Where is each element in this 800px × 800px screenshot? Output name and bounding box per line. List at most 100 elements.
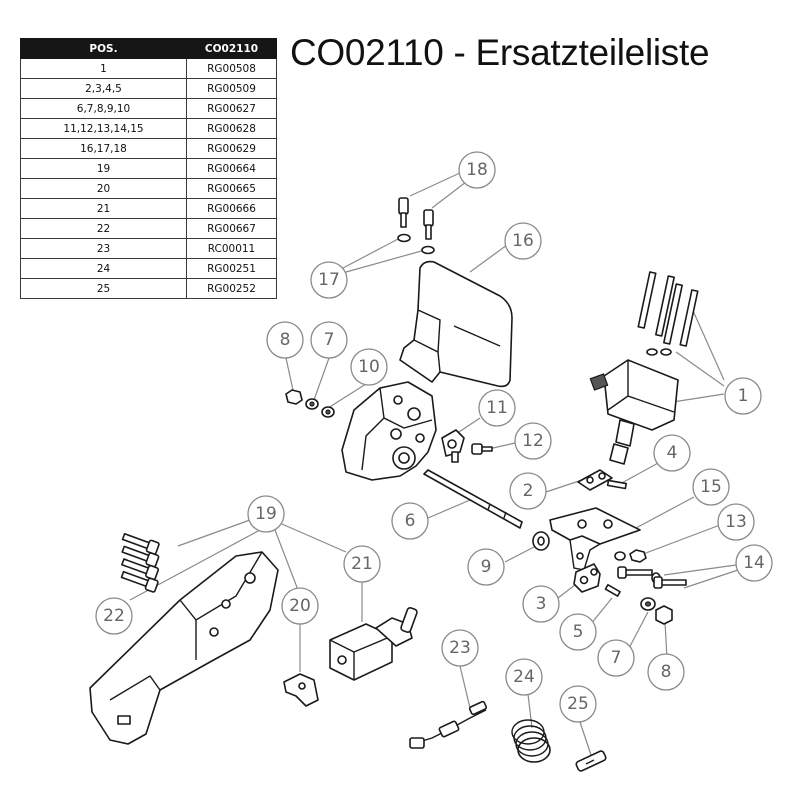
plate-3 <box>573 563 601 593</box>
callout-5: 5 <box>559 613 597 651</box>
svg-text:24: 24 <box>513 667 535 687</box>
callout-8b: 8 <box>647 653 685 691</box>
callout-21: 21 <box>343 545 381 583</box>
svg-text:25: 25 <box>567 694 589 714</box>
svg-text:15: 15 <box>700 477 722 497</box>
svg-text:7: 7 <box>611 648 622 668</box>
callout-1: 1 <box>724 377 762 415</box>
bracket-20 <box>283 673 319 707</box>
svg-text:18: 18 <box>466 160 488 180</box>
header-pos: POS. <box>20 38 187 59</box>
actuator-1 <box>589 271 699 465</box>
svg-text:5: 5 <box>573 622 584 642</box>
valve-21 <box>329 607 418 681</box>
callout-9: 9 <box>467 548 505 586</box>
svg-text:2: 2 <box>523 481 534 501</box>
svg-text:10: 10 <box>358 357 380 377</box>
svg-text:8: 8 <box>661 662 672 682</box>
svg-text:4: 4 <box>667 443 678 463</box>
mount-bracket-15 <box>549 507 641 571</box>
pos-cell: 24 <box>20 258 187 279</box>
svg-text:9: 9 <box>481 557 492 577</box>
article-cell: RG00627 <box>186 98 277 119</box>
callout-23: 23 <box>441 629 479 667</box>
table-header-row: POS. CO02110 <box>20 38 277 59</box>
callout-24: 24 <box>505 658 543 696</box>
pin-25 <box>575 750 607 772</box>
washers-17 <box>397 233 435 255</box>
callout-7b: 7 <box>597 639 635 677</box>
callout-12: 12 <box>514 422 552 460</box>
callout-3: 3 <box>522 585 560 623</box>
svg-text:22: 22 <box>103 606 125 626</box>
leader-lines <box>129 171 739 759</box>
gearbox-housing <box>341 381 437 481</box>
svg-text:11: 11 <box>486 398 508 418</box>
svg-text:14: 14 <box>743 553 765 573</box>
callout-16: 16 <box>504 222 542 260</box>
callout-11: 11 <box>478 389 516 427</box>
article-cell: RG00508 <box>186 58 277 79</box>
bolts-19 <box>120 532 160 593</box>
page-title: CO02110 - Ersatzteileliste <box>290 32 710 73</box>
svg-text:23: 23 <box>449 638 471 658</box>
svg-text:12: 12 <box>522 431 544 451</box>
callout-25: 25 <box>559 685 597 723</box>
fasteners-5-7-8 <box>604 583 673 625</box>
header-article: CO02110 <box>186 38 277 59</box>
spring-24 <box>511 719 551 763</box>
callout-6: 6 <box>391 502 429 540</box>
callout-20: 20 <box>281 587 319 625</box>
frame-22 <box>89 551 279 745</box>
cover-plate-16 <box>399 260 513 388</box>
sensor-23 <box>409 700 488 749</box>
callout-19: 19 <box>247 495 285 533</box>
svg-text:6: 6 <box>405 511 416 531</box>
callout-4: 4 <box>653 434 691 472</box>
article-cell: RG00629 <box>186 138 277 159</box>
svg-text:8: 8 <box>280 330 291 350</box>
svg-text:3: 3 <box>536 594 547 614</box>
svg-text:16: 16 <box>512 231 534 251</box>
article-cell: RG00252 <box>186 278 277 299</box>
svg-text:20: 20 <box>289 596 311 616</box>
linkage-2 <box>577 469 613 491</box>
article-cell: RC00011 <box>186 238 277 259</box>
callout-7: 7 <box>310 321 348 359</box>
article-cell: RG00251 <box>186 258 277 279</box>
callout-2: 2 <box>509 472 547 510</box>
article-cell: RG00667 <box>186 218 277 239</box>
callout-8: 8 <box>266 321 304 359</box>
callout-22: 22 <box>95 597 133 635</box>
screw-12 <box>471 443 493 455</box>
pin-4 <box>606 479 628 490</box>
shaft-6 <box>423 469 523 529</box>
svg-text:21: 21 <box>351 554 373 574</box>
fasteners-13-14 <box>614 549 687 589</box>
screws-18 <box>398 197 434 240</box>
bushing-9 <box>532 531 550 551</box>
callout-17: 17 <box>310 261 348 299</box>
callout-14: 14 <box>735 544 773 582</box>
callout-13: 13 <box>717 503 755 541</box>
svg-text:13: 13 <box>725 512 747 532</box>
svg-text:1: 1 <box>738 386 749 406</box>
svg-text:7: 7 <box>324 330 335 350</box>
callout-15: 15 <box>692 468 730 506</box>
svg-text:17: 17 <box>318 270 340 290</box>
clamp-11 <box>441 429 465 463</box>
svg-text:19: 19 <box>255 504 277 524</box>
callout-10: 10 <box>350 348 388 386</box>
callout-18: 18 <box>458 151 496 189</box>
nut-washer-set-top <box>285 389 335 418</box>
pos-cell: 25 <box>20 278 187 299</box>
